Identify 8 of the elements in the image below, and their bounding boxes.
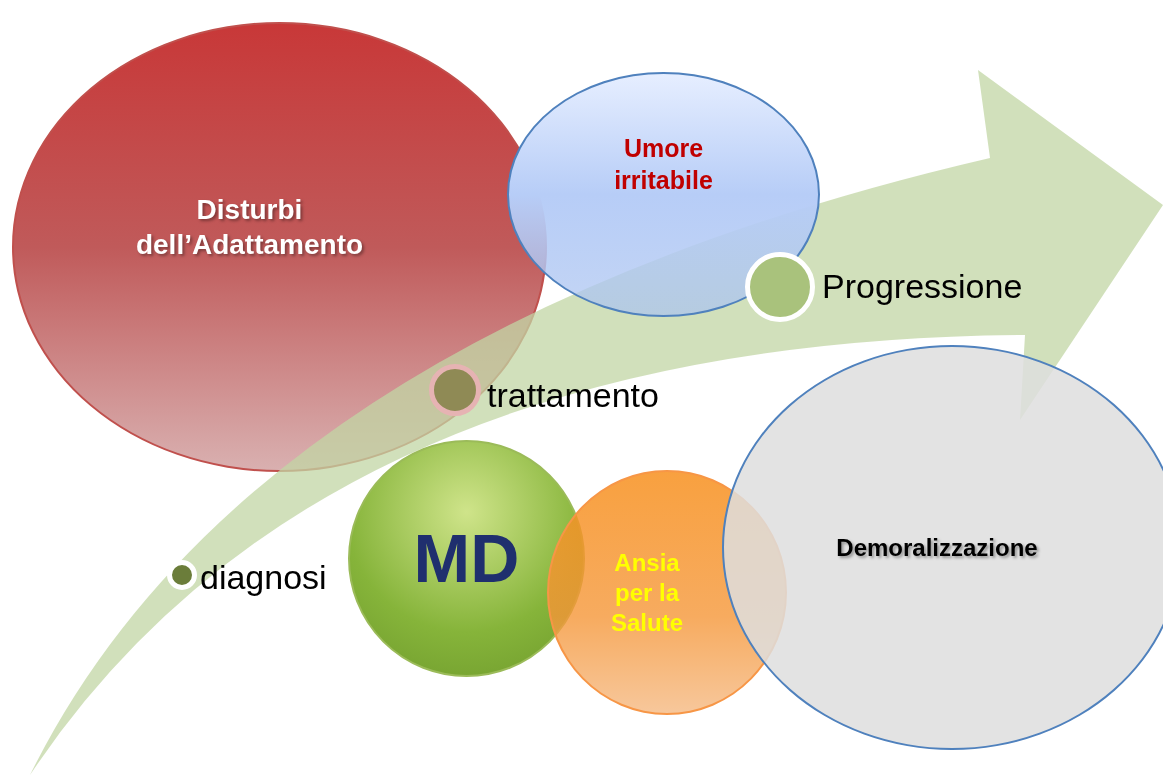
- step-label: diagnosi: [200, 558, 327, 597]
- step-label: Progressione: [822, 267, 1023, 306]
- node-label: Demoralizzazione: [836, 532, 1038, 563]
- step-label: trattamento: [487, 376, 659, 415]
- node-label: Umore irritabile: [613, 133, 714, 196]
- node-label: MD: [413, 519, 520, 598]
- node-label: Disturbi dell’Adattamento: [134, 193, 365, 262]
- node-label: Ansia per la Salute: [610, 547, 684, 638]
